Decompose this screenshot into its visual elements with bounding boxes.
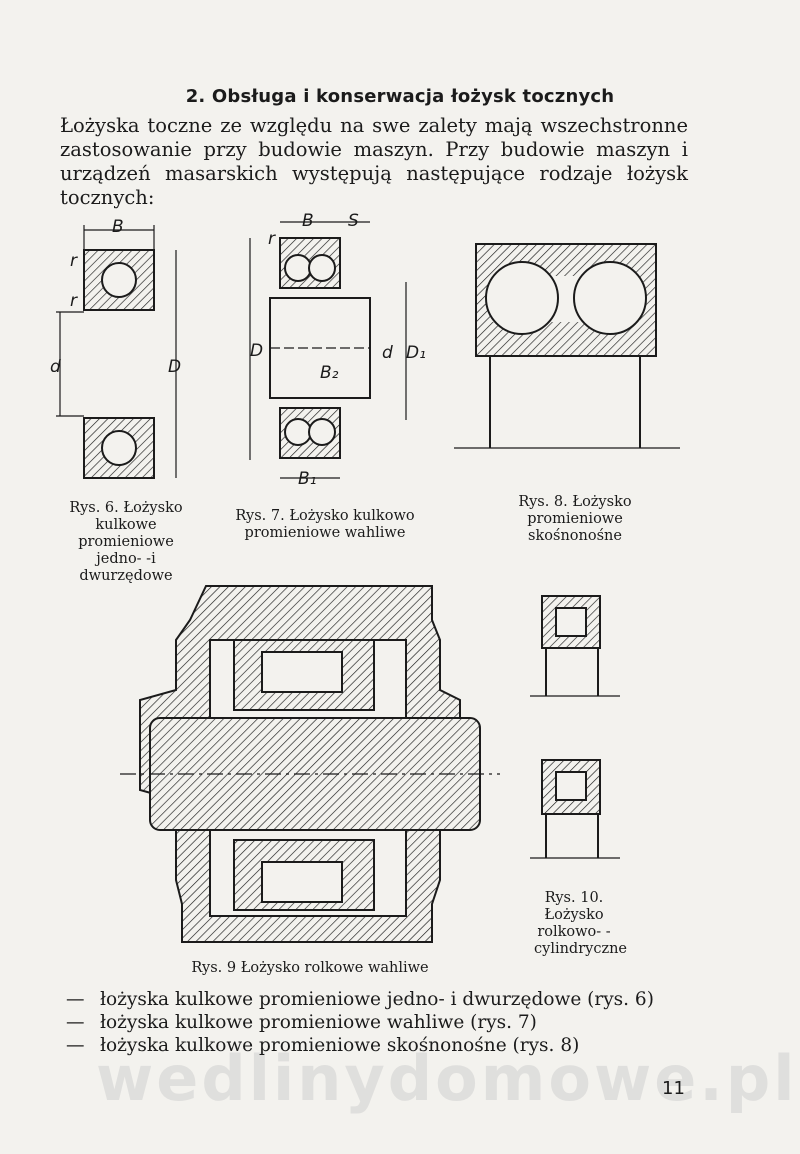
figure-7-drawing: B S r D d D₁ B₂ B₁ — [249, 211, 426, 489]
fig7-label-r: r — [268, 229, 276, 249]
fig7-label-B1: B₁ — [298, 469, 316, 489]
fig6-label-b: B — [112, 217, 124, 237]
list-item-text: łożyska kulkowe promieniowe jedno- i dwu… — [100, 989, 654, 1010]
figure-8-drawing — [454, 243, 680, 449]
list-dash: — — [66, 1035, 85, 1056]
section-heading: 2. Obsługa i konserwacja łożysk tocznych — [185, 86, 615, 107]
page-number: 11 — [662, 1078, 685, 1099]
list-item: — łożyska kulkowe promieniowe wahliwe (ry… — [66, 1011, 706, 1034]
fig7-label-B2: B₂ — [320, 363, 339, 383]
list-dash: — — [66, 1012, 85, 1033]
fig6-label-r2: r — [70, 291, 78, 311]
fig6-label-d: d — [50, 357, 61, 377]
figure-10-caption: Rys. 10. Łożysko rolkowo- -cylindryczne — [534, 890, 628, 957]
fig7-label-s: S — [348, 211, 359, 231]
bearing-type-list: — łożyska kulkowe promieniowe jedno- i dw… — [66, 988, 706, 1057]
list-item-text: łożyska kulkowe promieniowe wahliwe (rys… — [100, 1012, 537, 1033]
figure-9-caption: Rys. 9 Łożysko rolkowe wahliwe — [191, 960, 429, 976]
list-item: — łożyska kulkowe promieniowe skośnonośne… — [66, 1034, 706, 1057]
fig7-label-D1: D₁ — [406, 343, 426, 363]
figure-6-caption: Rys. 6. Łożysko kulkowe promieniowe jedn… — [69, 500, 183, 584]
figure-9-drawing — [120, 585, 500, 943]
fig7-label-d: d — [382, 343, 393, 363]
list-item: — łożyska kulkowe promieniowe jedno- i dw… — [66, 988, 706, 1011]
fig7-label-b: B — [302, 211, 314, 231]
figure-8-caption: Rys. 8. Łożysko promieniowe skośnonośne — [518, 494, 632, 544]
list-item-text: łożyska kulkowe promieniowe skośnonośne … — [100, 1035, 580, 1056]
fig6-label-r1: r — [70, 251, 78, 271]
fig7-label-D: D — [250, 341, 263, 361]
watermark: wedlinydomowe.pl — [96, 1042, 798, 1115]
intro-paragraph: Łożyska toczne ze względu na swe zalety … — [60, 114, 688, 209]
fig6-label-D: D — [168, 357, 181, 377]
figure-10-drawing — [530, 595, 620, 859]
figure-7-caption: Rys. 7. Łożysko kulkowo promieniowe wahl… — [235, 508, 415, 541]
list-dash: — — [66, 989, 85, 1010]
figure-6-drawing: B r r d D — [50, 217, 181, 479]
